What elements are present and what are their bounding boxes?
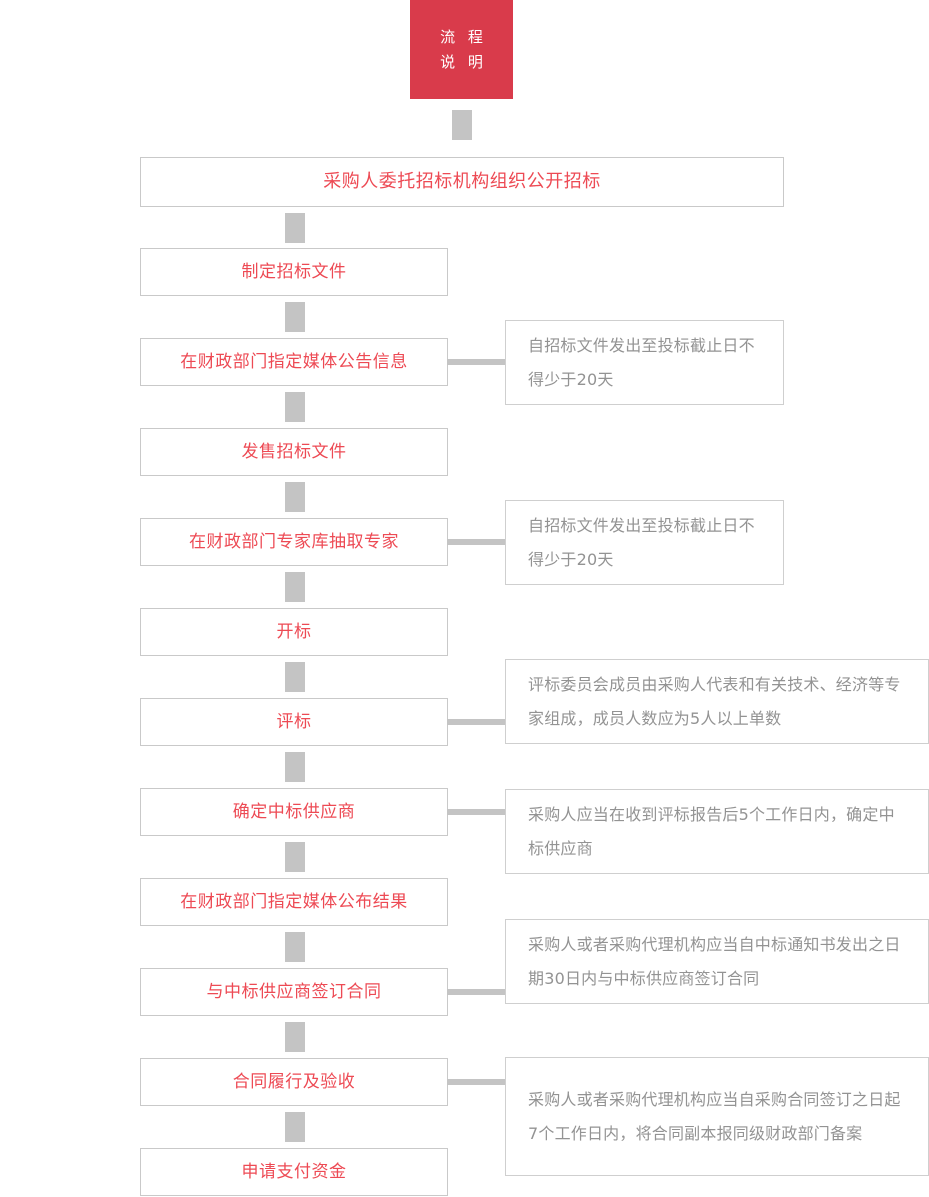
note-box-1: 自招标文件发出至投标截止日不得少于20天 <box>505 320 784 405</box>
process-label-step-8: 确定中标供应商 <box>232 802 356 822</box>
note-text-5: 采购人或者采购代理机构应当自中标通知书发出之日期30日内与中标供应商签订合同 <box>528 934 901 988</box>
process-label-step-11: 合同履行及验收 <box>232 1072 356 1092</box>
process-box-step-3[interactable]: 在财政部门指定媒体公告信息 <box>140 338 448 386</box>
connector-step-6-to-step-7 <box>285 662 305 692</box>
process-box-step-2[interactable]: 制定招标文件 <box>140 248 448 296</box>
process-box-step-5[interactable]: 在财政部门专家库抽取专家 <box>140 518 448 566</box>
note-box-2: 自招标文件发出至投标截止日不得少于20天 <box>505 500 784 585</box>
note-text-3: 评标委员会成员由采购人代表和有关技术、经济等专家组成，成员人数应为5人以上单数 <box>528 674 901 728</box>
connector-step-2-to-step-3 <box>285 302 305 332</box>
note-box-5: 采购人或者采购代理机构应当自中标通知书发出之日期30日内与中标供应商签订合同 <box>505 919 929 1004</box>
connector-step-11-to-step-12 <box>285 1112 305 1142</box>
process-label-step-5: 在财政部门专家库抽取专家 <box>189 532 399 552</box>
process-label-step-2: 制定招标文件 <box>241 262 347 282</box>
connector-step-4-to-step-5 <box>285 482 305 512</box>
process-box-step-10[interactable]: 与中标供应商签订合同 <box>140 968 448 1016</box>
process-box-step-11[interactable]: 合同履行及验收 <box>140 1058 448 1106</box>
connector-step-7-to-step-8 <box>285 752 305 782</box>
connector-step-7-to-note-3 <box>447 719 506 725</box>
note-text-1: 自招标文件发出至投标截止日不得少于20天 <box>528 335 755 389</box>
process-label-step-12: 申请支付资金 <box>241 1162 347 1182</box>
connector-step-3-to-step-4 <box>285 392 305 422</box>
process-box-step-6[interactable]: 开标 <box>140 608 448 656</box>
connector-step-3-to-note-1 <box>447 359 506 365</box>
process-label-step-9: 在财政部门指定媒体公布结果 <box>180 892 408 912</box>
flowchart-title-block: 流 程 说 明 <box>410 0 513 99</box>
process-box-step-9[interactable]: 在财政部门指定媒体公布结果 <box>140 878 448 926</box>
connector-step-1-to-step-2 <box>285 213 305 243</box>
process-box-step-7[interactable]: 评标 <box>140 698 448 746</box>
note-text-2: 自招标文件发出至投标截止日不得少于20天 <box>528 515 755 569</box>
note-text-6: 采购人或者采购代理机构应当自采购合同签订之日起7个工作日内，将合同副本报同级财政… <box>528 1089 901 1143</box>
connector-header-to-step-1 <box>452 110 472 140</box>
process-label-step-3: 在财政部门指定媒体公告信息 <box>180 352 408 372</box>
connector-step-5-to-note-2 <box>447 539 506 545</box>
note-box-4: 采购人应当在收到评标报告后5个工作日内，确定中标供应商 <box>505 789 929 874</box>
note-box-6: 采购人或者采购代理机构应当自采购合同签订之日起7个工作日内，将合同副本报同级财政… <box>505 1057 929 1176</box>
connector-step-10-to-step-11 <box>285 1022 305 1052</box>
connector-step-9-to-step-10 <box>285 932 305 962</box>
connector-step-8-to-note-4 <box>447 809 506 815</box>
process-label-step-10: 与中标供应商签订合同 <box>206 982 382 1002</box>
connector-step-11-to-note-6 <box>447 1079 506 1085</box>
note-text-4: 采购人应当在收到评标报告后5个工作日内，确定中标供应商 <box>528 804 895 858</box>
connector-step-5-to-step-6 <box>285 572 305 602</box>
process-label-step-7: 评标 <box>276 712 312 732</box>
process-box-step-4[interactable]: 发售招标文件 <box>140 428 448 476</box>
process-box-step-1[interactable]: 采购人委托招标机构组织公开招标 <box>140 157 784 207</box>
flowchart-title-line-2: 说 明 <box>440 52 487 71</box>
process-label-step-1: 采购人委托招标机构组织公开招标 <box>323 171 601 192</box>
connector-step-10-to-note-5 <box>447 989 506 995</box>
note-box-3: 评标委员会成员由采购人代表和有关技术、经济等专家组成，成员人数应为5人以上单数 <box>505 659 929 744</box>
flowchart-title-line-1: 流 程 <box>440 27 487 46</box>
process-box-step-8[interactable]: 确定中标供应商 <box>140 788 448 836</box>
process-label-step-6: 开标 <box>276 622 312 642</box>
connector-step-8-to-step-9 <box>285 842 305 872</box>
process-box-step-12[interactable]: 申请支付资金 <box>140 1148 448 1196</box>
process-label-step-4: 发售招标文件 <box>241 442 347 462</box>
